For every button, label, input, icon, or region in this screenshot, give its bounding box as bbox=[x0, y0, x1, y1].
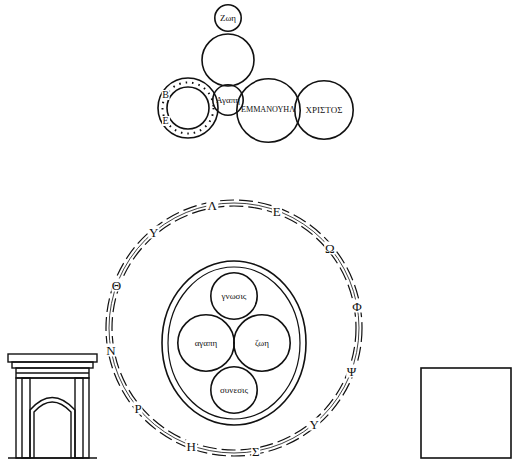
altar bbox=[8, 354, 97, 458]
circle-text: ΧΡΙΣΤΟΣ bbox=[306, 106, 343, 115]
ring-outer bbox=[158, 78, 218, 138]
ring-letter: Ε bbox=[272, 204, 282, 217]
ring-letter: Ρ bbox=[134, 402, 143, 415]
ring-inner bbox=[167, 87, 209, 129]
circle-text: γνωσις bbox=[222, 292, 247, 301]
leaf-ring-stem bbox=[109, 203, 359, 453]
circle-text: ΕΜΜΑΝΟΥΗΛ bbox=[241, 106, 295, 114]
circle-text: ζωη bbox=[255, 339, 269, 348]
ring-dots bbox=[163, 83, 214, 134]
circle-text: συνεσις bbox=[220, 386, 248, 395]
oval bbox=[162, 261, 306, 425]
oval-inner bbox=[168, 267, 300, 419]
circle-node: αγαπη bbox=[177, 314, 235, 372]
ring-letter: Υ bbox=[148, 226, 159, 239]
ring-letter: Β bbox=[161, 90, 170, 100]
ring-letter: Ψ bbox=[346, 364, 358, 377]
circle-node: Ζωη bbox=[214, 4, 242, 32]
ring-letter: Θ bbox=[111, 279, 122, 292]
ring-letter: Ω bbox=[324, 241, 336, 254]
circle-node: γνωσις bbox=[210, 272, 258, 320]
circle-text: αγαπη bbox=[195, 339, 218, 348]
circle-node: Αγαπη bbox=[212, 84, 244, 116]
circle-node: ΧΡΙΣΤΟΣ bbox=[294, 80, 354, 140]
leaf-ring-inner bbox=[112, 206, 356, 450]
square bbox=[421, 368, 511, 458]
circle-node: συνεσις bbox=[210, 366, 258, 414]
ring-letter: Σ bbox=[251, 445, 261, 458]
ring-letter: Λ bbox=[207, 198, 218, 211]
circle-node: ζωη bbox=[233, 314, 291, 372]
ring-letter: Ν bbox=[105, 343, 116, 356]
circle-text: Ζωη bbox=[220, 14, 236, 23]
ring-letter: Ε bbox=[161, 116, 169, 126]
empty-circle bbox=[202, 34, 254, 86]
ring-letter: Υ bbox=[309, 417, 320, 430]
ring-letter: Η bbox=[185, 439, 196, 452]
leaf-ring-outer bbox=[106, 200, 362, 456]
ring-letter: Φ bbox=[351, 300, 363, 313]
circle-node: ΕΜΜΑΝΟΥΗΛ bbox=[236, 78, 301, 143]
